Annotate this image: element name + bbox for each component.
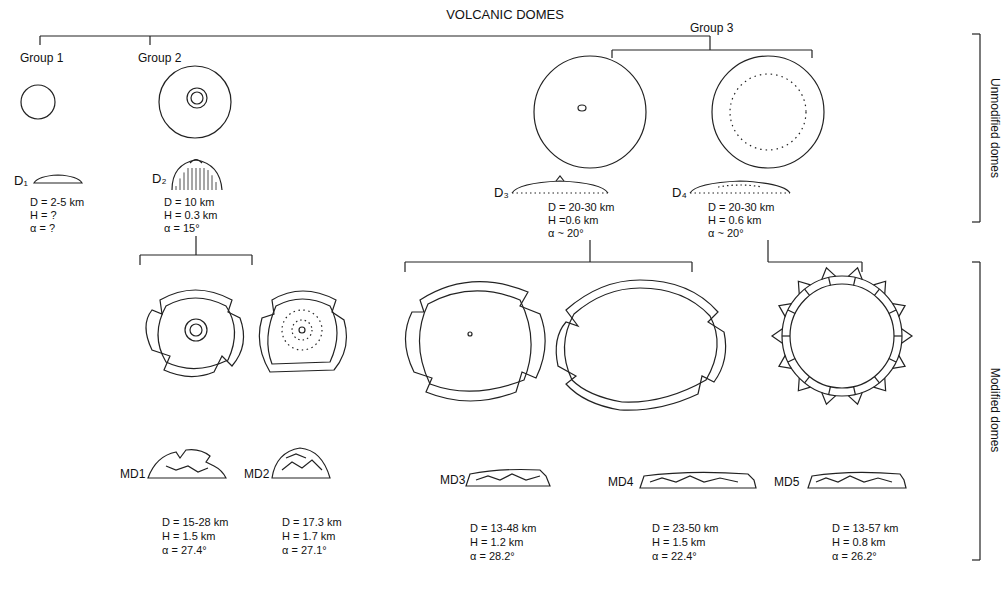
parameter: D = 2-5 km (30, 196, 84, 208)
parameter: α = 28.2° (470, 550, 515, 562)
dome-type: D₂ (152, 172, 166, 186)
parameter: H = 0.3 km (164, 209, 218, 221)
parameter: H = 1.5 km (162, 530, 216, 542)
tree-bracket (40, 36, 862, 272)
parameter: D = 10 km (164, 196, 214, 208)
parameter: α = 27.4° (162, 544, 207, 556)
group-name: Group 2 (138, 52, 181, 65)
group-name: Group 1 (20, 52, 63, 65)
parameter: D = 15-28 km (162, 516, 228, 528)
parameter: H = 1.2 km (470, 536, 524, 548)
parameter: D = 20-30 km (708, 201, 774, 213)
dome-plan (21, 56, 824, 168)
parameter: α = 26.2° (832, 550, 877, 562)
dome-type: MD1 (120, 468, 145, 481)
parameter: α = ? (30, 222, 55, 234)
parameter: H = 0.6 km (708, 214, 762, 226)
parameter: D = 13-48 km (470, 522, 536, 534)
parameter: H =0.6 km (548, 214, 598, 226)
parameter: D = 13-57 km (832, 522, 898, 534)
parameter: H = 1.7 km (282, 530, 336, 542)
group-name: Group 3 (690, 22, 733, 35)
parameter: α = 15° (164, 222, 200, 234)
dome-type: MD5 (774, 476, 799, 489)
dome-type: MD3 (440, 474, 465, 487)
parameter: H = ? (30, 209, 57, 221)
modified-dome-plan (146, 268, 912, 410)
dome-type: MD4 (608, 476, 633, 489)
dome-type: D₄ (672, 186, 687, 200)
dome-type: D₃ (494, 186, 509, 200)
parameter: α = 22.4° (652, 550, 697, 562)
parameter: H = 1.5 km (652, 536, 706, 548)
dome-type: D₁ (14, 174, 28, 188)
parameter: D = 20-30 km (548, 201, 614, 213)
diagram-title: VOLCANIC DOMES (446, 8, 564, 22)
parameter: D = 17.3 km (282, 516, 342, 528)
side-bracket (972, 34, 980, 560)
parameter: H = 0.8 km (832, 536, 886, 548)
parameter: α = 27.1° (282, 544, 327, 556)
parameter: α ~ 20° (708, 227, 744, 239)
side-label: Modified domes (987, 368, 1000, 453)
parameter: α ~ 20° (548, 227, 584, 239)
side-label: Unmodified domes (987, 78, 1000, 178)
parameter: D = 23-50 km (652, 522, 718, 534)
dome-type: MD2 (244, 468, 269, 481)
